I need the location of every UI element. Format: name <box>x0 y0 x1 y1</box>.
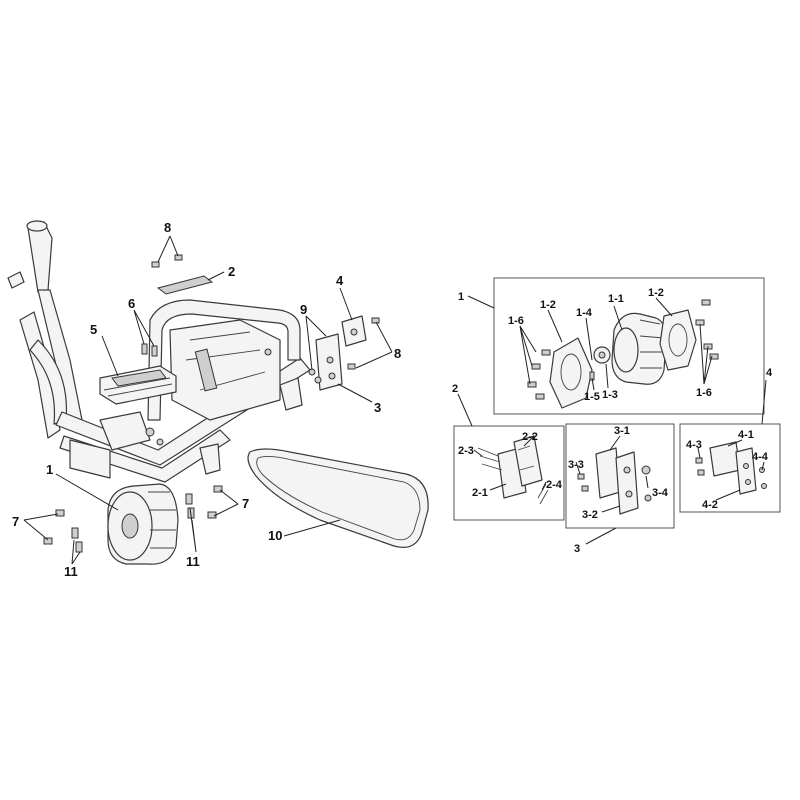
label-3-1: 3-1 <box>614 425 630 437</box>
part-9-nuts <box>308 368 322 384</box>
part-2-plate <box>156 275 214 295</box>
callout-3: 3 <box>374 400 381 415</box>
detail-motor-label: 1 <box>458 291 464 303</box>
label-4-2: 4-2 <box>702 499 718 511</box>
callout-7-left: 7 <box>12 514 19 529</box>
detail-bracket2-group: 2 2-2 2-3 2-1 2-4 <box>452 383 565 521</box>
callout-2: 2 <box>228 264 235 279</box>
callout-4: 4 <box>336 273 344 288</box>
part-1-motor <box>107 483 179 565</box>
detail-bracket2-frame <box>453 425 565 521</box>
callout-6: 6 <box>128 296 135 311</box>
label-2-3: 2-3 <box>458 445 474 457</box>
label-1-2-right: 1-2 <box>648 287 664 299</box>
label-4-1: 4-1 <box>738 429 754 441</box>
callout-10: 10 <box>268 528 282 543</box>
part-5-controller <box>99 365 177 405</box>
label-2-4: 2-4 <box>546 479 563 491</box>
callout-11-left: 11 <box>64 564 78 579</box>
label-1-4: 1-4 <box>576 307 593 319</box>
main-callouts: 8 2 6 5 9 4 8 3 1 7 7 11 11 10 <box>12 220 401 579</box>
label-2-2: 2-2 <box>522 431 538 443</box>
detail-bracket4-group: 4 4-1 4-3 4-4 4-2 <box>679 367 781 513</box>
main-leader-lines <box>23 235 393 565</box>
callout-11-right: 11 <box>186 554 200 569</box>
detail-bracket3-group: 3 3-1 3-3 3-4 3-2 <box>565 423 675 555</box>
detail-bracket2-label: 2 <box>452 383 458 395</box>
label-1-1: 1-1 <box>608 293 624 305</box>
label-2-1: 2-1 <box>472 487 488 499</box>
detail-motor-frame <box>493 277 765 415</box>
label-4-4: 4-4 <box>752 451 769 463</box>
label-3-3: 3-3 <box>568 459 584 471</box>
detail-bracket4-label: 4 <box>766 367 773 379</box>
detail-bracket4-hardware <box>695 457 767 489</box>
part-10-belt <box>247 448 429 548</box>
part-7-bolts <box>43 485 223 545</box>
main-frame <box>7 220 311 483</box>
label-3-2: 3-2 <box>582 509 598 521</box>
callout-5: 5 <box>90 322 97 337</box>
part-6-screws <box>141 343 158 357</box>
callout-8-side: 8 <box>394 346 401 361</box>
label-4-3: 4-3 <box>686 439 702 451</box>
callout-1: 1 <box>46 462 53 477</box>
detail-bracket3-hardware <box>577 465 652 502</box>
detail-bracket3-label: 3 <box>574 543 580 555</box>
label-1-6-left: 1-6 <box>508 315 524 327</box>
detail-bracket2-screws <box>477 447 549 505</box>
part-8-screws-top <box>151 254 183 268</box>
part-4-bracket <box>341 315 367 347</box>
label-1-3: 1-3 <box>602 389 618 401</box>
part-3-bracket <box>315 333 343 391</box>
callout-8-top: 8 <box>164 220 171 235</box>
label-1-6-right: 1-6 <box>696 387 712 399</box>
detail-bracket3-frame <box>565 423 675 529</box>
callout-7-right: 7 <box>242 496 249 511</box>
callout-9: 9 <box>300 302 307 317</box>
part-8-screws-side <box>347 317 380 370</box>
label-3-4: 3-4 <box>652 487 669 499</box>
detail-motor-group: 1 <box>458 277 765 415</box>
label-1-2-left: 1-2 <box>540 299 556 311</box>
detail-bracket4-frame <box>679 423 781 513</box>
label-1-5: 1-5 <box>584 391 600 403</box>
